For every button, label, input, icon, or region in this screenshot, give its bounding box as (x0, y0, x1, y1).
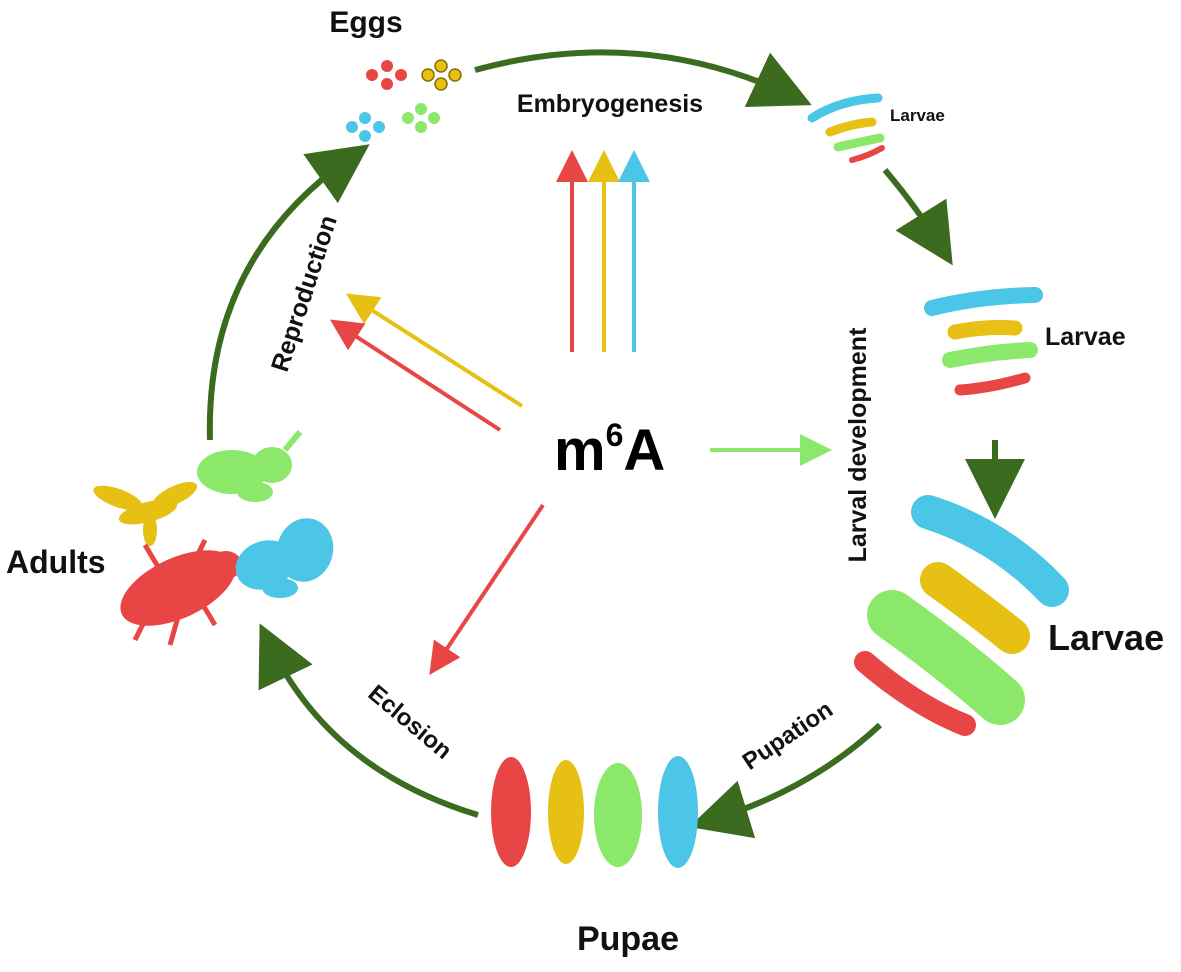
larval-development-label: Larval development (844, 327, 872, 562)
larvae-medium-label: Larvae (1045, 323, 1126, 351)
egg-cluster-icon (346, 59, 462, 142)
larvae-large-label: Larvae (1048, 617, 1164, 658)
cycle-arrows (206, 49, 1025, 839)
eclosion-label: Eclosion (363, 680, 457, 765)
eggs-label: Eggs (329, 6, 402, 39)
m6a-superscript: 6 (606, 417, 624, 453)
larvae-small-label: Larvae (890, 106, 945, 125)
larva-icon-small (807, 93, 885, 163)
arrow-adults-to-eggs (206, 144, 370, 441)
larva-icon-medium (924, 287, 1043, 396)
m6a-base: m (554, 418, 606, 483)
arrow-eggs-to-larvae (474, 49, 812, 107)
arrow-m6a-reproduction-yellow (345, 293, 524, 408)
m6a-arrows (329, 150, 832, 675)
embryogenesis-label: Embryogenesis (517, 90, 703, 118)
adults-label: Adults (6, 544, 106, 580)
reproduction-label: Reproduction (266, 212, 343, 375)
arrow-m6a-reproduction-red (329, 319, 502, 432)
m6a-label: m6A (554, 417, 665, 483)
m6a-tail: A (623, 418, 665, 483)
pupation-label: Pupation (738, 696, 838, 776)
pupa-icon (491, 756, 698, 868)
insect-icon (93, 430, 334, 646)
arrow-larvae-to-larvae-medium (882, 168, 953, 266)
arrow-m6a-eclosion-red (429, 503, 545, 675)
larva-icon-large (854, 495, 1069, 736)
pupae-label: Pupae (577, 920, 679, 958)
arrow-pupae-to-adults (258, 623, 479, 818)
arrow-larvae-to-pupae (689, 722, 883, 839)
